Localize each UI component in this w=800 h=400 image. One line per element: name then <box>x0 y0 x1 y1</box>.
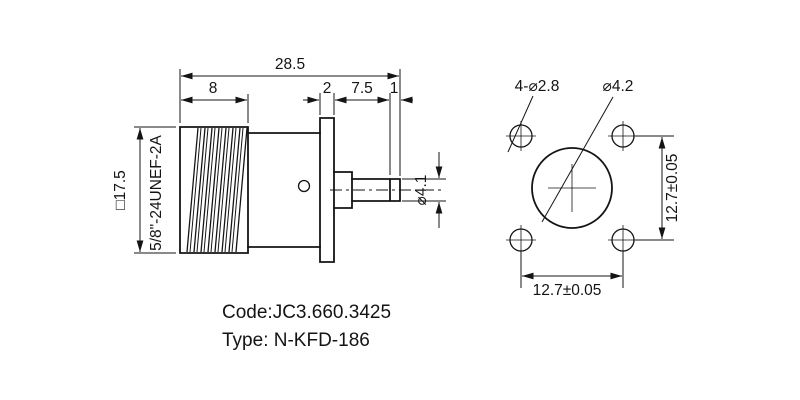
dim-pin-tip-label: 1 <box>390 80 399 97</box>
center-marks <box>506 121 638 255</box>
part-notes: Code:JC3.660.3425 Type: N-KFD-186 <box>222 302 391 351</box>
hole-spacing-horizontal-label: 12.7±0.05 <box>533 282 602 299</box>
center-hole-leader <box>541 96 614 223</box>
part-code: Code:JC3.660.3425 <box>222 302 391 323</box>
dim-thread-length-label: 8 <box>209 80 218 97</box>
dim-pin-diameter-label: ⌀4.1 <box>413 175 430 206</box>
center-hole-circle <box>531 147 613 229</box>
dim-overall-label: 28.5 <box>275 56 305 73</box>
thread-spec-label: 5/8"-24UNEF-2A <box>148 134 165 250</box>
connector-outline <box>179 117 401 263</box>
dim-flange-thickness-label: 2 <box>323 80 332 97</box>
body-hole <box>297 179 311 193</box>
extension-lines <box>134 69 446 254</box>
mounting-holes-leader <box>507 95 534 153</box>
thread-hatching-fine <box>189 127 244 253</box>
front-extension-lines <box>520 135 674 288</box>
dim-rear-section-label: 7.5 <box>351 80 373 97</box>
side-view: 28.5 8 2 7.5 1 ⌀4.1 □17.5 5/8"-24UNEF-2A <box>112 56 446 263</box>
part-type: Type: N-KFD-186 <box>222 330 370 351</box>
dim-body-square-label: □17.5 <box>112 170 129 210</box>
front-dimension-lines <box>522 137 666 280</box>
hole-spacing-vertical-label: 12.7±0.05 <box>664 154 681 223</box>
center-hole-label: ⌀4.2 <box>603 78 634 95</box>
dimension-lines <box>136 72 443 252</box>
thread-hatching <box>186 127 248 253</box>
front-view: 4-⌀2.8 ⌀4.2 12.7±0.05 12.7±0.05 <box>506 78 681 299</box>
mounting-holes-label: 4-⌀2.8 <box>515 78 560 95</box>
